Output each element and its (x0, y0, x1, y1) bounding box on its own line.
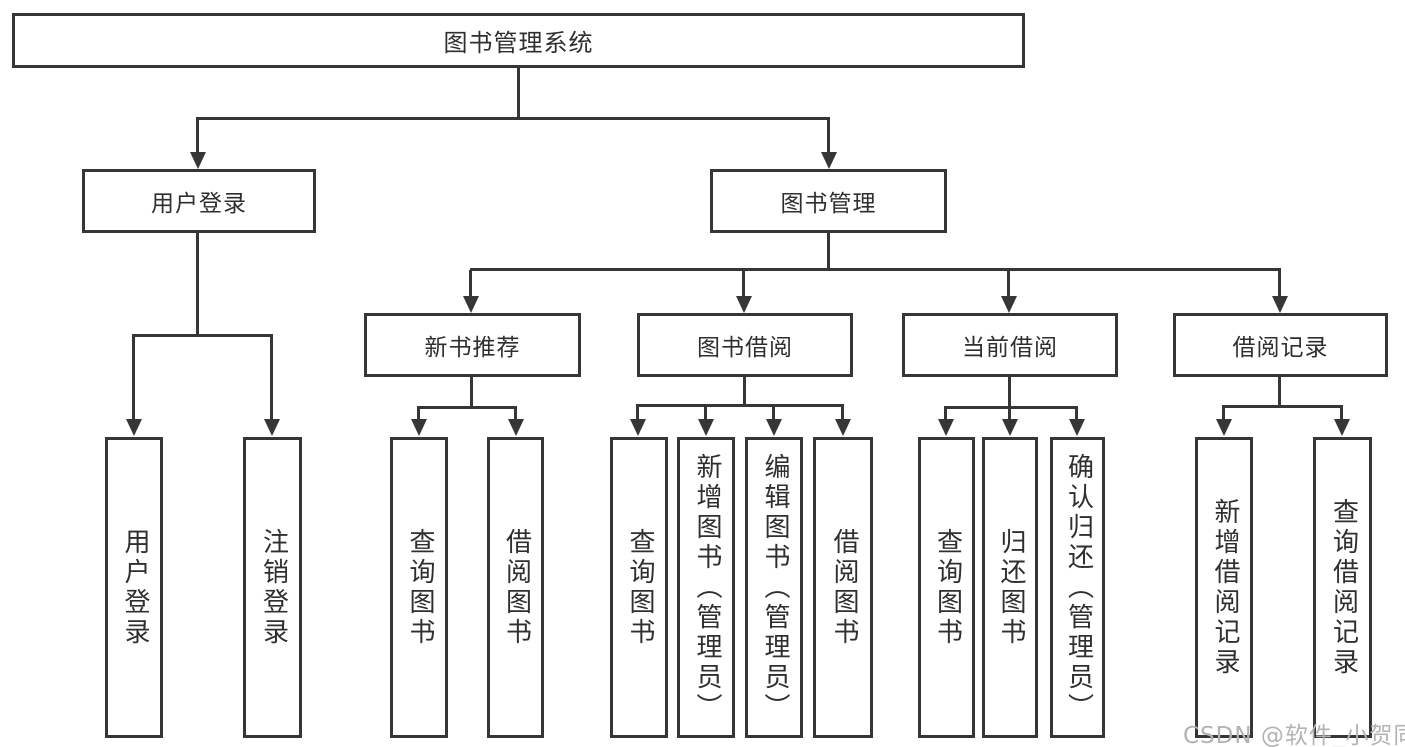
node-label: 借阅记录 (1232, 335, 1329, 361)
leaf-logout: 注销登录 (243, 437, 302, 738)
connector-bar (1222, 405, 1343, 408)
node-book-management: 图书管理 (710, 169, 947, 233)
arrowhead-icon (1069, 419, 1085, 436)
node-label: 新书推荐 (424, 335, 521, 361)
node-root-system: 图书管理系统 (12, 13, 1025, 68)
leaf-label: 新增借阅记录 (1209, 497, 1240, 678)
connector-stem (1075, 408, 1078, 419)
arrowhead-icon (411, 419, 427, 436)
arrowhead-icon (1216, 419, 1232, 436)
connector-root-stem (517, 68, 520, 118)
connector-stem (514, 408, 517, 419)
leaf-user-login: 用户登录 (105, 437, 163, 738)
connector-stem (469, 270, 472, 296)
arrowhead-icon (698, 419, 714, 436)
leaf-label: 借阅图书 (501, 527, 532, 648)
connector-stem (417, 408, 420, 419)
arrowhead-icon (1001, 296, 1017, 313)
arrowhead-icon (126, 419, 142, 436)
node-label: 当前借阅 (962, 335, 1058, 361)
connector-stem (742, 270, 745, 296)
connector-stem (196, 119, 199, 152)
connector-stem (704, 406, 707, 419)
node-label: 用户登录 (151, 191, 247, 217)
leaf-bw-add-books-admin: 新增图书（管理员） (677, 437, 735, 738)
arrowhead-icon (1334, 419, 1350, 436)
leaf-label: 用户登录 (119, 527, 150, 648)
arrowhead-icon (835, 419, 851, 436)
arrowhead-icon (264, 419, 280, 436)
connector-mgmt-bar (470, 268, 1281, 271)
connector-stem (470, 377, 473, 409)
arrowhead-icon (821, 152, 837, 169)
leaf-nb-query-books: 查询图书 (390, 437, 448, 738)
connector-bar (417, 406, 517, 409)
connector-stem (1008, 377, 1011, 409)
connector-stem (1007, 270, 1010, 296)
leaf-label: 编辑图书（管理员） (759, 452, 790, 723)
leaf-rec-query-record: 查询借阅记录 (1313, 437, 1372, 738)
node-current-borrowing: 当前借阅 (902, 313, 1118, 377)
arrowhead-icon (736, 296, 752, 313)
leaf-bw-edit-books-admin: 编辑图书（管理员） (745, 437, 803, 738)
leaf-bw-query-books: 查询图书 (610, 437, 668, 738)
connector-login-stem (196, 232, 199, 336)
node-new-book-recommend: 新书推荐 (364, 313, 581, 377)
node-label: 图书管理系统 (443, 29, 594, 57)
connector-stem (132, 336, 135, 419)
connector-stem (772, 406, 775, 419)
leaf-label: 新增图书（管理员） (691, 452, 722, 723)
leaf-label: 归还图书 (995, 527, 1026, 648)
connector-mgmt-stem (827, 232, 830, 271)
connector-stem (270, 336, 273, 419)
arrowhead-icon (508, 419, 524, 436)
arrowhead-icon (630, 419, 646, 436)
node-book-borrowing: 图书借阅 (637, 313, 853, 377)
leaf-nb-borrow-books: 借阅图书 (487, 437, 544, 738)
leaf-cur-query-books: 查询图书 (918, 437, 975, 738)
connector-bar (944, 406, 1078, 409)
leaf-label: 注销登录 (258, 527, 289, 648)
node-label: 图书借阅 (697, 335, 793, 361)
arrowhead-icon (463, 296, 479, 313)
connector-stem (1008, 408, 1011, 419)
connector-stem (827, 119, 830, 152)
leaf-label: 查询图书 (932, 527, 963, 648)
leaf-cur-return-books: 归还图书 (982, 437, 1038, 738)
arrowhead-icon (1272, 296, 1288, 313)
connector-stem (1340, 407, 1343, 419)
connector-stem (1222, 407, 1225, 419)
leaf-cur-confirm-return-admin: 确认归还（管理员） (1050, 437, 1105, 738)
leaf-rec-add-record: 新增借阅记录 (1195, 437, 1253, 738)
leaf-label: 查询图书 (404, 527, 435, 648)
node-user-login: 用户登录 (82, 169, 316, 233)
connector-stem (944, 408, 947, 419)
connector-stem (841, 406, 844, 419)
arrowhead-icon (766, 419, 782, 436)
node-label: 图书管理 (780, 191, 877, 217)
node-borrowing-records: 借阅记录 (1173, 313, 1388, 377)
connector-bar (636, 404, 844, 407)
csdn-watermark: CSDN @软件_小贺同学 (1183, 723, 1405, 747)
leaf-label: 查询图书 (624, 527, 655, 648)
arrowhead-icon (1002, 419, 1018, 436)
connector-root-bar (196, 117, 830, 120)
arrowhead-icon (938, 419, 954, 436)
leaf-label: 借阅图书 (828, 527, 859, 648)
leaf-bw-borrow-books: 借阅图书 (813, 437, 873, 738)
connector-stem (1278, 270, 1281, 296)
leaf-label: 查询借阅记录 (1328, 497, 1359, 678)
arrowhead-icon (190, 152, 206, 169)
leaf-label: 确认归还（管理员） (1063, 452, 1094, 723)
connector-stem (1278, 377, 1281, 408)
connector-stem (743, 377, 746, 407)
connector-login-bar (132, 334, 273, 337)
connector-stem (636, 406, 639, 419)
